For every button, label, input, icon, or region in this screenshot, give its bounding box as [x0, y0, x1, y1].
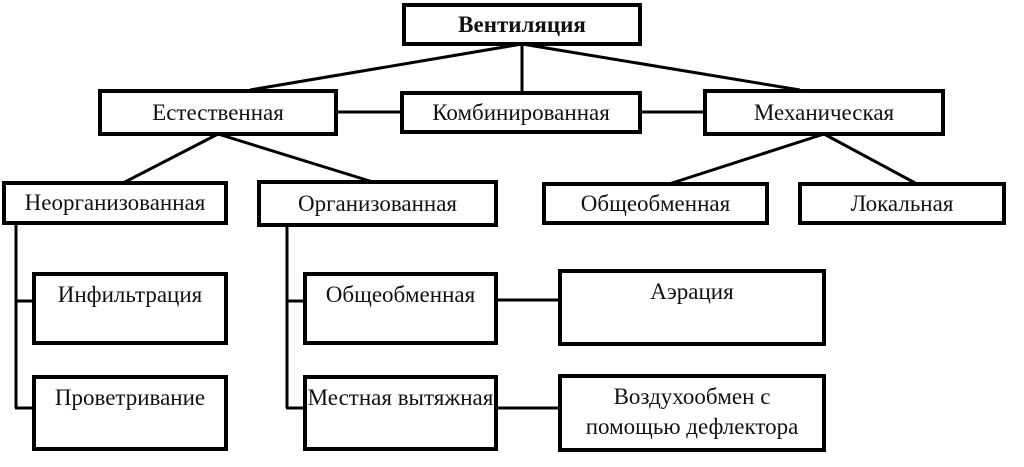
node-ventilation-label: Вентиляция — [458, 11, 586, 37]
node-organized: Организованная — [257, 180, 498, 227]
node-ventilation: Вентиляция — [402, 3, 642, 46]
node-deflector-air-exchange-label: Воздухообмен с помощью дефлектора — [585, 384, 799, 439]
edge-ventilation-natural — [249, 42, 523, 92]
node-aeration: Аэрация — [558, 269, 826, 346]
node-local-exhaust: Местная вытяжная — [303, 375, 498, 451]
node-general-exchange-mechanical: Общеобменная — [542, 182, 769, 225]
edge-ventilation-mechanical — [521, 42, 801, 92]
node-aeration-label: Аэрация — [650, 279, 734, 304]
node-general-exchange-organized-label: Общеобменная — [325, 282, 476, 307]
node-local: Локальная — [798, 182, 1006, 225]
node-unorganized: Неорганизованная — [2, 181, 228, 225]
edge-natural-unorganized — [122, 132, 219, 185]
node-mechanical-label: Механическая — [753, 99, 895, 125]
node-combined-label: Комбинированная — [432, 99, 610, 125]
node-airing-label: Проветривание — [54, 385, 206, 410]
edge-natural-organized — [217, 132, 374, 184]
node-general-exchange-mechanical-label: Общеобменная — [580, 190, 731, 216]
node-natural: Естественная — [98, 89, 338, 136]
node-infiltration-label: Инфильтрация — [57, 282, 203, 307]
edge-mechanical-general — [668, 132, 825, 186]
node-mechanical: Механическая — [703, 89, 945, 136]
node-natural-label: Естественная — [152, 99, 284, 125]
node-unorganized-label: Неорганизованная — [24, 190, 206, 216]
node-deflector-air-exchange: Воздухообмен с помощью дефлектора — [558, 374, 826, 452]
node-infiltration: Инфильтрация — [32, 272, 228, 345]
edge-mechanical-local — [823, 132, 918, 186]
node-general-exchange-organized: Общеобменная — [303, 272, 498, 345]
node-airing: Проветривание — [32, 375, 228, 451]
node-local-exhaust-label: Местная вытяжная — [307, 385, 494, 410]
node-organized-label: Организованная — [298, 190, 457, 216]
node-combined: Комбинированная — [400, 91, 642, 134]
node-local-label: Локальная — [850, 190, 954, 216]
